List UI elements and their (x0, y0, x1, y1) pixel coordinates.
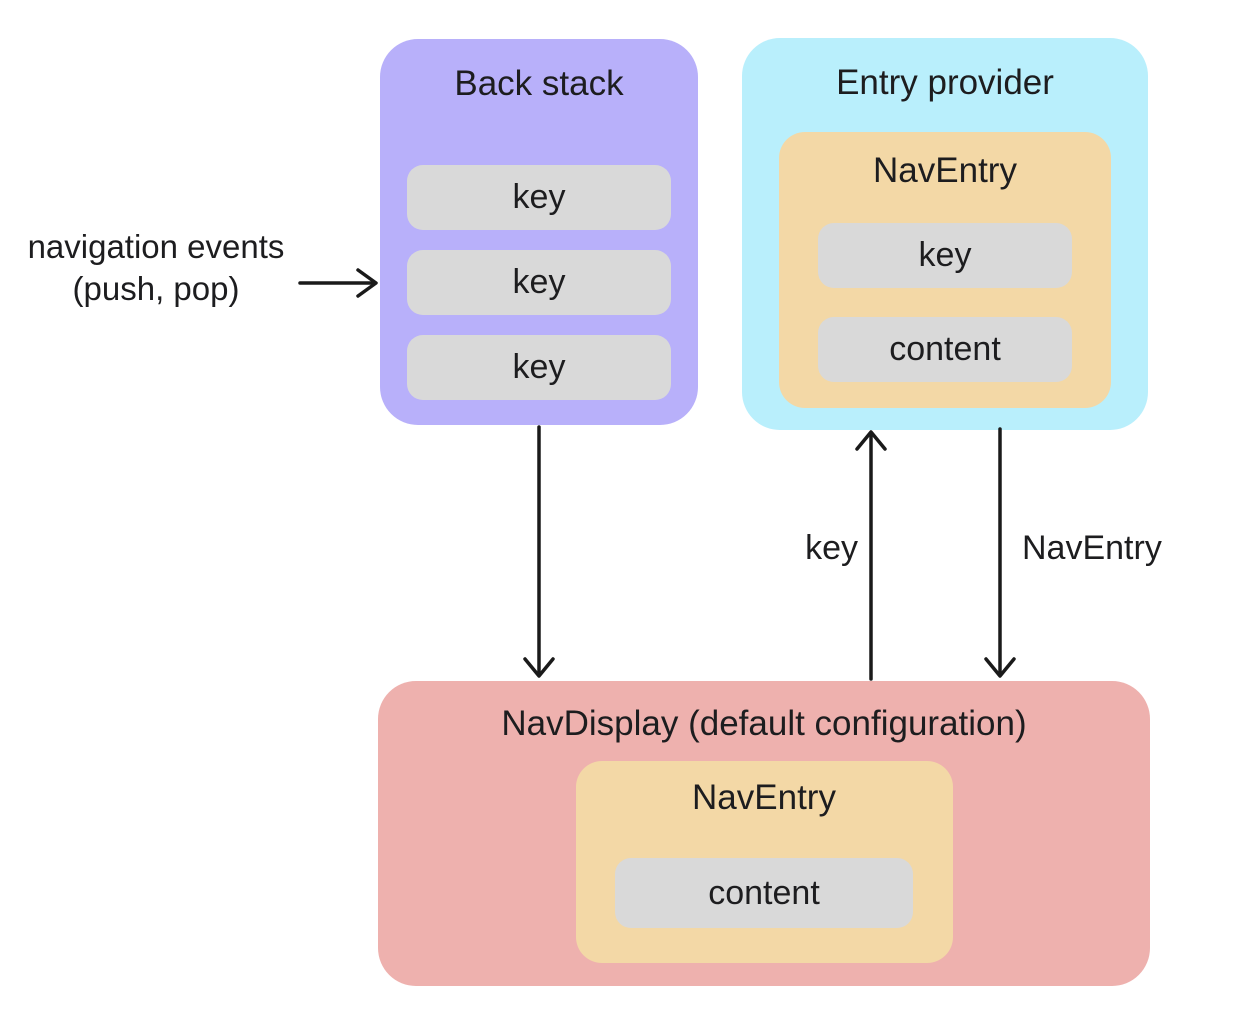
nav-display-title: NavDisplay (default configuration) (501, 704, 1027, 743)
nav-entry-box: NavEntry content (575, 761, 953, 963)
nav-display-box: NavDisplay (default configuration) NavEn… (378, 681, 1150, 986)
nav-entry-title: NavEntry (873, 151, 1017, 190)
back-stack-key-pill: key (407, 165, 671, 230)
entry-provider-title: Entry provider (836, 63, 1054, 102)
navigation-events-line1: navigation events (27, 228, 285, 265)
nav-entry-content-pill: content (615, 858, 913, 928)
back-stack-key-pill: key (407, 250, 671, 315)
navigation-events-line2: (push, pop) (72, 270, 240, 307)
key-arrow-label: key (805, 529, 858, 567)
naventry-down-arrow (984, 427, 1016, 678)
back-stack-key-pill: key (407, 335, 671, 400)
back-stack-title: Back stack (454, 64, 624, 103)
nav-entry-box: NavEntry key content (779, 132, 1111, 408)
nav-entry-content-pill: content (818, 317, 1072, 382)
key-up-arrow (855, 430, 887, 681)
backstack-to-navdisplay-arrow (523, 425, 555, 678)
nav-entry-key-pill: key (818, 223, 1072, 288)
back-stack-key-list: key key key (407, 165, 671, 400)
naventry-arrow-label: NavEntry (1022, 529, 1162, 567)
entry-provider-box: Entry provider NavEntry key content (742, 38, 1148, 430)
back-stack-box: Back stack key key key (380, 39, 698, 425)
navigation-events-label: navigation events (push, pop) (0, 226, 312, 310)
nav-entry-title: NavEntry (692, 778, 836, 817)
